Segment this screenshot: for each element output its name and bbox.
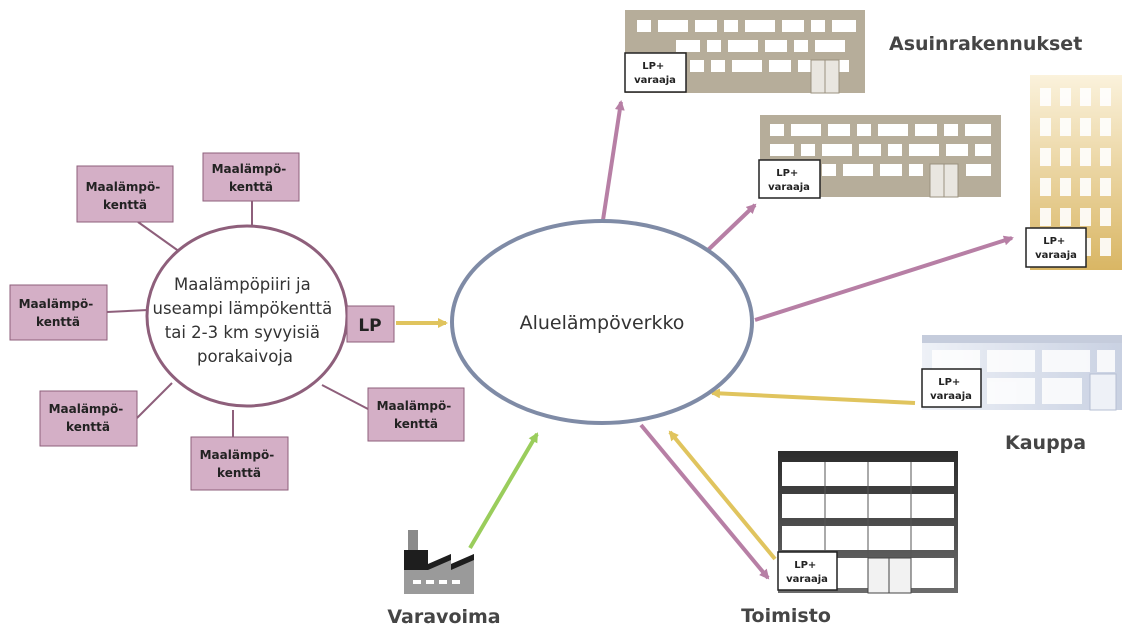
shop-label: Kauppa [1005, 432, 1086, 454]
arrow-shop-to-network [710, 388, 916, 405]
factory-icon [404, 530, 474, 594]
svg-text:Maalämpö- kenttä: Maalämpö- kenttä [200, 448, 279, 480]
arrow-office-to-network [668, 430, 777, 561]
backup-label: Varavoima [387, 606, 500, 628]
svg-text:Maalämpö- kenttä: Maalämpö- kenttä [212, 162, 291, 194]
arrow-network-to-residential-1 [601, 100, 625, 221]
svg-text:Maalämpö- kenttä: Maalämpö- kenttä [19, 297, 98, 329]
svg-text:LP+ varaaja: LP+ varaaja [930, 377, 972, 402]
svg-text:Maalämpö- kenttä: Maalämpö- kenttä [49, 402, 128, 434]
field-connectors [106, 201, 369, 437]
ground-source-label: Maalämpöpiiri ja useampi lämpökenttä tai… [153, 275, 338, 366]
svg-text:Maalämpö- kenttä: Maalämpö- kenttä [86, 180, 165, 212]
network-label: Aluelämpöverkko [520, 312, 685, 334]
arrow-backup-to-network [468, 432, 539, 550]
storage-badge-shop: LP+ varaaja [921, 368, 982, 408]
arrow-network-to-residential-2 [706, 203, 757, 252]
geothermal-field-4: Maalämpö- kenttä [39, 390, 138, 447]
arrow-network-to-tower [754, 235, 1014, 322]
heat-pump-box: LP [346, 305, 395, 343]
storage-badge-residential-2: LP+ varaaja [758, 159, 821, 199]
office-label: Toimisto [741, 605, 831, 627]
residential-label: Asuinrakennukset [889, 33, 1082, 55]
geothermal-field-6: Maalämpö- kenttä [367, 387, 465, 442]
storage-badge-tower: LP+ varaaja [1025, 227, 1087, 268]
arrow-network-to-office [639, 423, 770, 580]
district-heating-network [450, 219, 754, 425]
storage-badge-residential-1: LP+ varaaja [624, 52, 687, 93]
svg-text:LP+ varaaja: LP+ varaaja [786, 560, 828, 585]
residential-building-2 [760, 115, 1001, 198]
flow-arrows [396, 100, 1014, 580]
geothermal-field-1: Maalämpö- kenttä [76, 165, 174, 223]
geothermal-field-3: Maalämpö- kenttä [9, 284, 108, 341]
svg-text:LP+ varaaja: LP+ varaaja [768, 168, 810, 193]
svg-text:LP+ varaaja: LP+ varaaja [634, 61, 676, 86]
svg-text:LP: LP [358, 316, 381, 336]
svg-text:Maalämpö- kenttä: Maalämpö- kenttä [377, 399, 456, 431]
storage-badge-office: LP+ varaaja [777, 551, 838, 591]
svg-text:LP+ varaaja: LP+ varaaja [1035, 236, 1077, 261]
geothermal-field-5: Maalämpö- kenttä [190, 436, 289, 491]
geothermal-field-2: Maalämpö- kenttä [202, 152, 300, 202]
